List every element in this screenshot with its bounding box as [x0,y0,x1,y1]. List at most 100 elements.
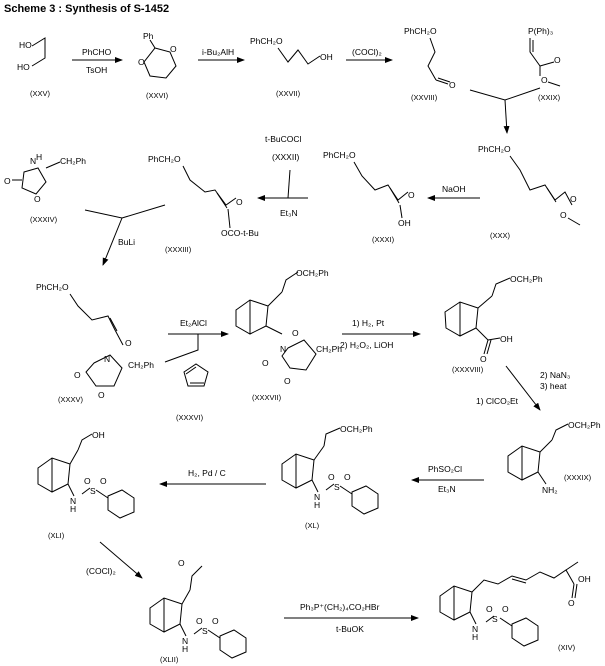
svg-text:O: O [100,476,107,486]
svg-text:O: O [486,604,493,614]
compound-xxx: PhCH₂O O O (XXX) [478,144,581,240]
svg-text:(COCl)₂: (COCl)₂ [352,47,382,57]
svg-text:O: O [125,338,132,348]
svg-text:HO: HO [17,62,30,72]
svg-text:(XXVII): (XXVII) [276,89,301,98]
svg-text:(XXVIII): (XXVIII) [411,93,438,102]
svg-text:O: O [502,604,509,614]
svg-text:NaOH: NaOH [442,184,466,194]
svg-text:(XL): (XL) [305,521,320,530]
svg-text:PhCH₂O: PhCH₂O [36,282,69,292]
svg-text:OCH₂Ph: OCH₂Ph [340,424,373,434]
svg-text:O: O [292,328,299,338]
svg-text:OH: OH [500,334,513,344]
svg-text:(XXXIV): (XXXIV) [30,215,58,224]
svg-text:O: O [560,210,567,220]
svg-text:(XXIX): (XXIX) [538,93,561,102]
svg-text:H: H [70,504,76,514]
svg-text:i-Bu₂AlH: i-Bu₂AlH [202,47,234,57]
compound-xxviii: PhCH₂O O (XXVIII) [404,26,456,102]
compound-xxvii: PhCH₂O OH (XXVII) [250,36,333,98]
svg-text:O: O [449,80,456,90]
svg-text:(XXXVII): (XXXVII) [252,393,282,402]
svg-text:(XIV): (XIV) [558,643,576,652]
compound-xxxvi: (XXXVI) [176,363,209,422]
arrow-6-feed [287,169,291,199]
svg-text:(XXX): (XXX) [490,231,511,240]
svg-text:1) H₂, Pt: 1) H₂, Pt [352,318,385,328]
arrow-8-feed [164,334,199,363]
svg-text:CH₂Ph: CH₂Ph [128,360,154,370]
svg-text:H₂, Pd / C: H₂, Pd / C [188,468,226,478]
compound-xxxiv: N H O O CH₂Ph (XXXIV) [4,152,86,224]
svg-text:O: O [344,472,351,482]
svg-text:H: H [472,632,478,642]
svg-text:(XXXVI): (XXXVI) [176,413,204,422]
svg-text:P(Ph)₃: P(Ph)₃ [528,26,553,36]
svg-text:(XXXIX): (XXXIX) [564,473,592,482]
svg-text:(XXXIII): (XXXIII) [165,245,192,254]
svg-text:PhCH₂O: PhCH₂O [250,36,283,46]
svg-text:BuLi: BuLi [118,237,135,247]
svg-text:1) ClCO₂Et: 1) ClCO₂Et [476,396,519,406]
compound-xxxv: PhCH₂O O N O O CH₂Ph (XXXV) [36,282,154,404]
compound-xxix: P(Ph)₃ O O (XXIX) [528,26,561,102]
svg-text:S: S [202,626,208,636]
svg-text:H: H [314,500,320,510]
svg-text:O: O [480,354,487,364]
arrow-13 [99,541,143,579]
svg-text:O: O [541,75,548,85]
svg-text:N: N [314,492,320,502]
compound-xxxi: PhCH₂O O OH (XXXI) [323,150,415,244]
svg-text:Et₂AlCl: Et₂AlCl [180,318,207,328]
svg-text:OCH₂Ph: OCH₂Ph [296,268,329,278]
svg-text:TsOH: TsOH [86,65,107,75]
svg-text:O: O [178,558,185,568]
svg-text:(XLI): (XLI) [48,531,65,540]
svg-text:O: O [138,57,145,67]
svg-text:PhCH₂O: PhCH₂O [148,154,181,164]
svg-text:O: O [170,44,177,54]
svg-text:Ph₃P⁺(CH₂)₄CO₂HBr: Ph₃P⁺(CH₂)₄CO₂HBr [300,602,380,612]
svg-text:PhCH₂O: PhCH₂O [323,150,356,160]
svg-text:(XXXI): (XXXI) [372,235,395,244]
svg-text:t-BuCOCl: t-BuCOCl [265,134,301,144]
svg-text:OCH₂Ph: OCH₂Ph [510,274,543,284]
svg-text:O: O [328,472,335,482]
svg-text:H: H [36,152,42,162]
svg-text:N: N [70,496,76,506]
arrow-10 [505,365,541,411]
svg-text:O: O [408,190,415,200]
svg-text:O: O [570,194,577,204]
svg-text:2) NaN₃: 2) NaN₃ [540,370,570,380]
svg-text:O: O [212,616,219,626]
compound-xxvi: Ph O O (XXVI) [138,31,177,100]
svg-text:(COCl)₂: (COCl)₂ [86,566,116,576]
svg-text:NH₂: NH₂ [542,485,558,495]
compound-xxv: HO HO (XXV) [17,37,51,98]
svg-text:OH: OH [578,574,591,584]
svg-text:S: S [492,614,498,624]
svg-text:OCO-t-Bu: OCO-t-Bu [221,228,259,238]
compound-xlii: O N H S O O (XLII) [149,558,247,664]
converge-2 [84,204,166,219]
svg-text:3) heat: 3) heat [540,381,567,391]
svg-text:PhCHO: PhCHO [82,47,112,57]
compound-xxxvii: OCH₂Ph O N O O CH₂Ph (XXXVII) [235,268,342,402]
svg-text:O: O [196,616,203,626]
compound-xxxix: OCH₂Ph NH₂ (XXXIX) [507,420,601,495]
svg-text:N: N [30,156,36,166]
svg-text:O: O [568,598,575,608]
svg-text:S: S [334,482,340,492]
svg-text:(XXXII): (XXXII) [272,152,300,162]
svg-text:t-BuOK: t-BuOK [336,624,364,634]
svg-text:O: O [74,370,81,380]
converge-1 [469,87,541,101]
svg-text:S: S [90,486,96,496]
svg-text:CH₂Ph: CH₂Ph [60,156,86,166]
svg-text:O: O [4,176,11,186]
svg-text:(XXVI): (XXVI) [146,91,169,100]
svg-text:PhCH₂O: PhCH₂O [478,144,511,154]
svg-text:O: O [34,194,41,204]
